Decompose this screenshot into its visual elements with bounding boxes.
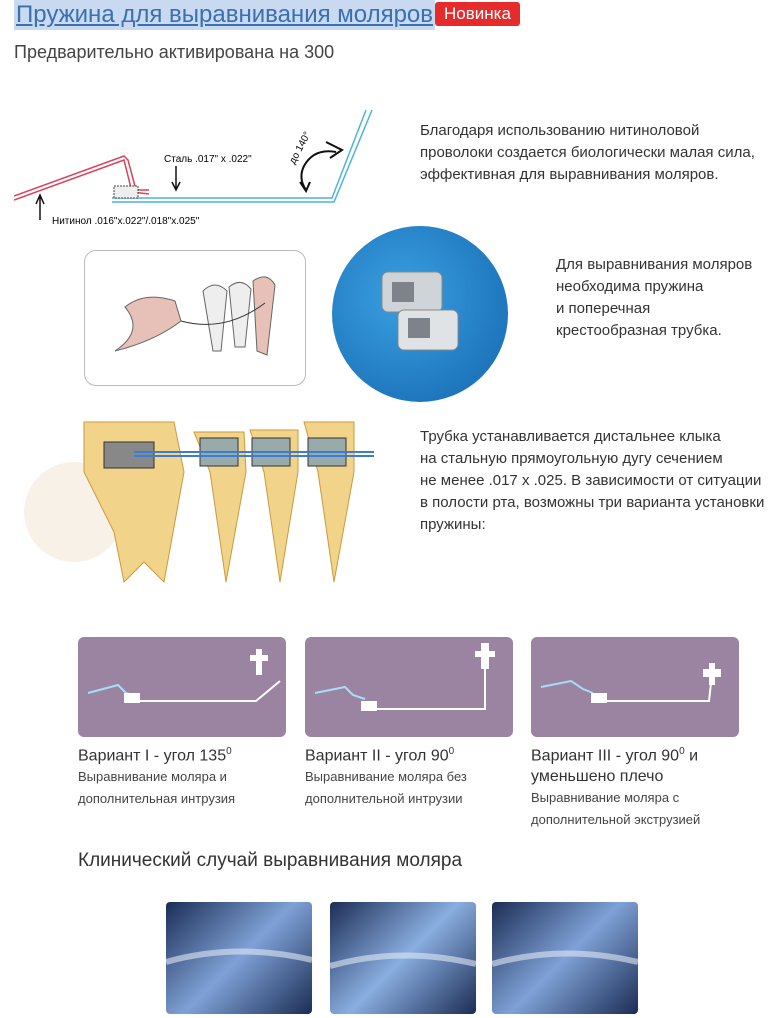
wire-diagram: Сталь .017" x .022" Нитинол .016"x.022"/…	[14, 109, 373, 227]
steel-label: Сталь .017" x .022"	[164, 154, 252, 165]
variant-2-card	[305, 637, 513, 737]
variant-2-text: Вариант II - угол 900 Выравнивание моляр…	[305, 746, 467, 807]
installation-paragraph: Трубка устанавливается дистальнее клыка …	[420, 428, 765, 533]
page-subtitle: Предварительно активирована на 300	[14, 42, 335, 62]
angle-label: до 140°	[287, 130, 313, 166]
teeth-illustration	[84, 250, 306, 386]
tube	[113, 185, 139, 199]
xray-image-3[interactable]	[492, 902, 638, 1014]
nitinol-label: Нитинол .016"x.022"/.018"x.025"	[52, 216, 200, 227]
clinical-heading: Клинический случай выравнивания моляра	[78, 850, 463, 871]
variant-1-card	[78, 637, 286, 737]
braces-illustration	[24, 421, 374, 584]
tube-paragraph: Для выравнивания моляров необходима пруж…	[556, 256, 753, 339]
xray-image-1[interactable]	[166, 902, 312, 1014]
nitinol-wire	[14, 155, 150, 201]
new-badge: Новинка	[435, 2, 520, 26]
xray-image-2[interactable]	[330, 902, 476, 1014]
page-title[interactable]: Пружина для выравнивания моляров	[14, 0, 436, 30]
steel-wire	[112, 109, 373, 203]
variant-3-text: Вариант III - угол 900 и уменьшено плечо…	[531, 746, 701, 828]
nitinol-arrow	[35, 193, 45, 220]
variant-1-text: Вариант I - угол 1350 Выравнивание моляр…	[78, 746, 236, 807]
variant-3-card	[531, 637, 739, 737]
tube-closeup	[332, 226, 508, 402]
angle-arrow	[299, 150, 337, 194]
intro-paragraph: Благодаря использованию нитиноловой пров…	[420, 122, 755, 183]
steel-arrow	[171, 166, 181, 192]
